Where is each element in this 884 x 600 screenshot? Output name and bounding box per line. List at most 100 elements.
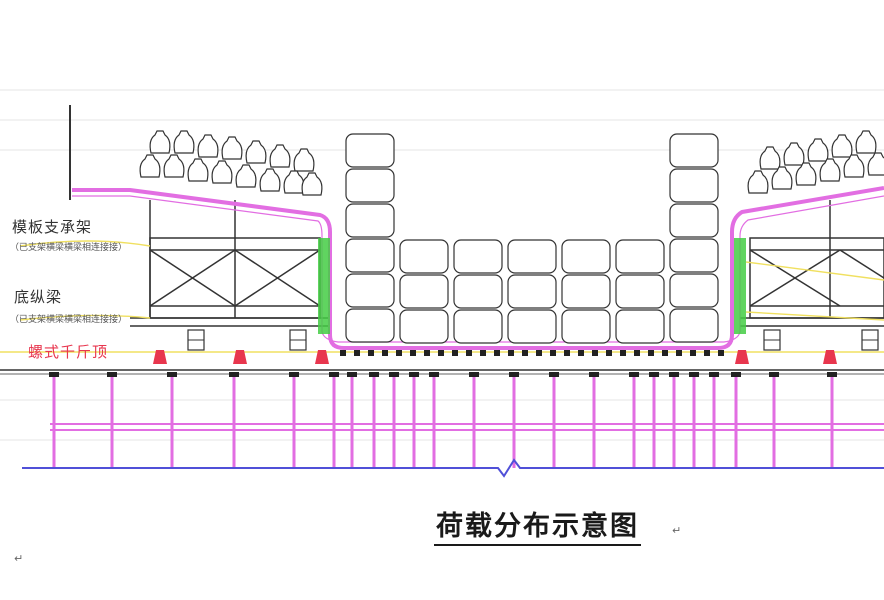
bottom-beam-label: 底纵梁 — [14, 288, 63, 306]
sandbag — [293, 148, 315, 172]
sandbag — [259, 168, 281, 192]
load-block — [345, 273, 395, 308]
girder-stud — [718, 350, 724, 356]
column-cap — [649, 372, 659, 377]
sandbag — [843, 154, 865, 178]
diagram-caption: 荷载分布示意图 — [434, 510, 641, 546]
girder-stud — [438, 350, 444, 356]
load-block — [669, 168, 719, 203]
horizontal-bracing — [50, 423, 884, 431]
girder-bottom-studs — [340, 350, 724, 356]
girder-stud — [536, 350, 542, 356]
sandbag — [283, 170, 305, 194]
girder-stud — [606, 350, 612, 356]
paragraph-mark: ↵ — [14, 552, 24, 565]
column-cap — [369, 372, 379, 377]
sandbag — [221, 136, 243, 160]
girder-stud — [564, 350, 570, 356]
sandbag — [149, 130, 171, 154]
load-block — [615, 274, 665, 309]
column-cap — [689, 372, 699, 377]
girder-stud — [340, 350, 346, 356]
sandbags-right — [747, 130, 884, 194]
sandbag — [211, 160, 233, 184]
load-block — [345, 203, 395, 238]
screw-jacks — [153, 329, 879, 364]
load-block — [615, 309, 665, 344]
girder-stud — [648, 350, 654, 356]
column-cap — [49, 372, 59, 377]
sandbags-left — [139, 130, 323, 196]
girder-stud — [620, 350, 626, 356]
load-block — [507, 274, 557, 309]
load-block — [507, 309, 557, 344]
sandbag — [163, 154, 185, 178]
load-block — [669, 238, 719, 273]
girder-stud — [494, 350, 500, 356]
bottom-beam-note: （已支架横梁横梁相连接接） — [10, 315, 128, 325]
screw-jack — [153, 350, 167, 364]
screw-jack-label: 螺式千斤顶 — [28, 343, 109, 361]
load-block — [669, 273, 719, 308]
sandbag — [197, 134, 219, 158]
sandbag — [831, 134, 853, 158]
girder-stud — [396, 350, 402, 356]
column-cap — [229, 372, 239, 377]
left-web-wall — [318, 238, 330, 334]
column-cap — [827, 372, 837, 377]
sandbag — [807, 138, 829, 162]
column-cap — [429, 372, 439, 377]
sandbag — [301, 172, 323, 196]
screw-jack — [233, 350, 247, 364]
load-block — [615, 239, 665, 274]
column-cap — [769, 372, 779, 377]
sandbag — [173, 130, 195, 154]
girder-stud — [354, 350, 360, 356]
right-web-wall — [734, 238, 746, 334]
load-block — [561, 239, 611, 274]
screw-jack — [315, 350, 329, 364]
sandbag — [819, 158, 841, 182]
column-cap — [509, 372, 519, 377]
girder-stud — [424, 350, 430, 356]
sandbag — [139, 154, 161, 178]
girder-stud — [452, 350, 458, 356]
support-columns — [49, 372, 837, 468]
sandbag — [245, 140, 267, 164]
girder-stud — [676, 350, 682, 356]
column-cap — [669, 372, 679, 377]
load-block — [561, 274, 611, 309]
column-cap — [389, 372, 399, 377]
load-block — [345, 308, 395, 343]
girder-stud — [368, 350, 374, 356]
load-block — [453, 309, 503, 344]
column-cap — [329, 372, 339, 377]
load-block — [345, 238, 395, 273]
ground-baseline — [22, 458, 884, 478]
left-formwork-frame — [130, 200, 330, 327]
sandbag — [187, 158, 209, 182]
load-block — [669, 308, 719, 343]
girder-stud — [480, 350, 486, 356]
girder-stud — [508, 350, 514, 356]
right-formwork-frame — [740, 200, 884, 327]
girder-stud — [382, 350, 388, 356]
column-cap — [167, 372, 177, 377]
column-cap — [469, 372, 479, 377]
sandbag — [867, 152, 884, 176]
paragraph-mark: ↵ — [672, 524, 682, 537]
sandbag — [747, 170, 769, 194]
sandbag — [771, 166, 793, 190]
girder-stud — [704, 350, 710, 356]
load-block — [669, 203, 719, 238]
girder-stud — [634, 350, 640, 356]
screw-jack — [823, 350, 837, 364]
girder-stud — [466, 350, 472, 356]
load-block — [399, 309, 449, 344]
sandbag — [783, 142, 805, 166]
girder-stud — [522, 350, 528, 356]
load-block — [507, 239, 557, 274]
column-cap — [107, 372, 117, 377]
formwork-support-note: （已支架横梁横梁相连接接） — [10, 243, 128, 253]
